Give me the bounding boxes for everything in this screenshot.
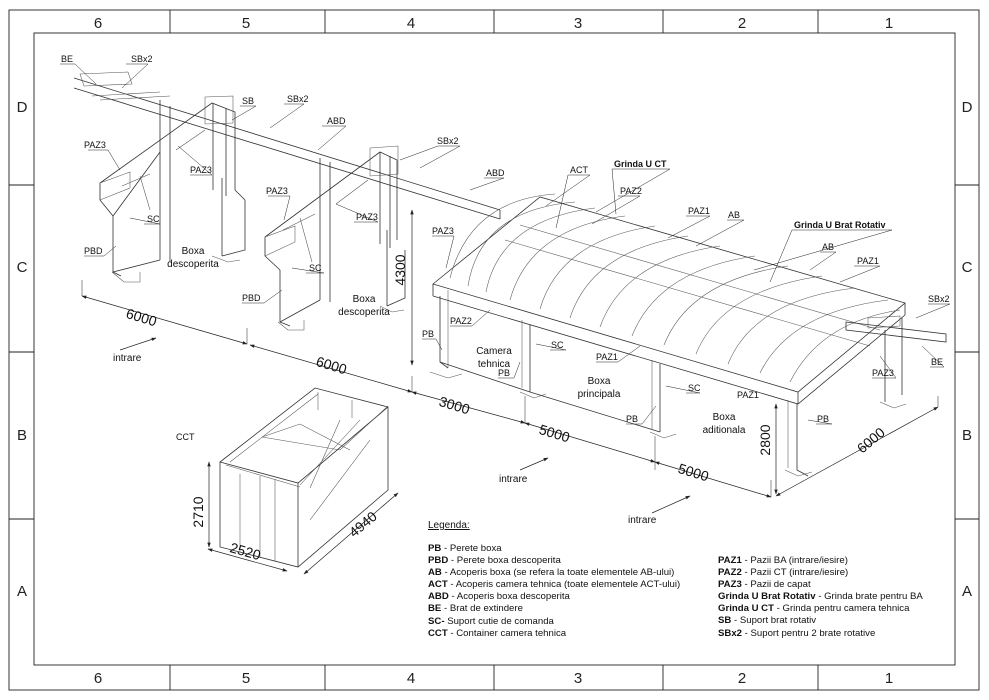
zone-col-4-top: 4 [407,15,415,32]
callout-pbd-2: PBD [242,293,261,303]
label-boxa-aditionala-b: aditionala [703,425,746,436]
zone-row-c-right: C [962,259,973,276]
zone-col-3-bottom: 3 [574,670,582,687]
dim-4300: 4300 [392,254,408,285]
callout-paz1-right: PAZ1 [857,256,879,266]
callout-pb-1: PB [422,329,434,339]
callout-labels: BE SBx2 SB SBx2 ABD SBx2 ABD ACT Grinda … [61,54,950,442]
callout-paz3-mid1: PAZ3 [266,186,288,196]
zone-row-b-left: B [17,427,27,444]
dim-6000-right: 6000 [854,424,888,456]
zone-labels: 6 5 4 3 2 1 6 5 4 3 2 1 D C B A D C B A [17,15,973,687]
cct-container-structure [219,387,389,568]
callout-pb-2: PB [498,368,510,378]
callout-paz1-top: PAZ1 [688,206,710,216]
callout-paz3-mid2: PAZ3 [356,212,378,222]
callout-paz3-main: PAZ3 [432,226,454,236]
label-boxa-principala-b: principala [578,389,621,400]
label-boxa-descoperita-2a: Boxa [353,294,376,305]
zone-col-5-bottom: 5 [242,670,250,687]
callout-paz3-left2: PAZ3 [190,165,212,175]
label-intrare-3: intrare [628,515,657,526]
callout-sb: SB [242,96,254,106]
callout-sc-1: SC [147,214,160,224]
callout-abd-1: ABD [327,116,346,126]
zone-col-2-top: 2 [738,15,746,32]
zone-row-a-right: A [962,583,972,600]
callout-be-top: BE [61,54,73,64]
callout-cct: CCT [176,432,195,442]
callout-paz2-low: PAZ2 [450,316,472,326]
callout-be-right: BE [931,357,943,367]
area-labels: Boxa descoperita Boxa descoperita Camera… [113,246,746,526]
callout-paz3-left1: PAZ3 [84,140,106,150]
zone-row-a-left: A [17,583,27,600]
dim-cct-2710: 2710 [190,496,206,527]
callout-grinda-u-ct: Grinda U CT [614,159,667,169]
zone-col-2-bottom: 2 [738,670,746,687]
zone-row-d-right: D [962,99,973,116]
sheet-frame [8,9,980,691]
callout-sbx2-mid: SBx2 [287,94,309,104]
dimension-texts: 6000 6000 3000 5000 5000 6000 4300 2800 … [124,254,888,563]
zone-row-d-left: D [17,99,28,116]
zone-row-c-left: C [17,259,28,276]
dim-3000: 3000 [437,393,472,417]
callout-grinda-u-brat: Grinda U Brat Rotativ [794,220,886,230]
zone-col-1-top: 1 [885,15,893,32]
callout-sbx2-top: SBx2 [131,54,153,64]
callout-leaders [60,63,951,425]
callout-ab-1: AB [728,210,740,220]
callout-pbd-1: PBD [84,246,103,256]
callout-paz2-top: PAZ2 [620,186,642,196]
label-boxa-principala-a: Boxa [588,376,611,387]
callout-sc-4: SC [688,383,701,393]
callout-abd-2: ABD [486,168,505,178]
dim-5000-b: 5000 [676,460,711,484]
callout-sc-3: SC [551,340,564,350]
zone-col-1-bottom: 1 [885,670,893,687]
dim-5000-a: 5000 [537,421,572,445]
callout-pb-4: PB [817,414,829,424]
callout-pb-3: PB [626,414,638,424]
dimension-lines [81,209,939,575]
zone-col-5-top: 5 [242,15,250,32]
callout-paz1-low2: PAZ1 [737,390,759,400]
callout-sbx2-c: SBx2 [437,136,459,146]
label-boxa-descoperita-1a: Boxa [182,246,205,257]
label-camera-tehnica-a: Camera [476,346,512,357]
callout-sbx2-right: SBx2 [928,294,950,304]
label-intrare-1: intrare [113,353,142,364]
zone-col-6-top: 6 [94,15,102,32]
callout-ab-2: AB [822,242,834,252]
callout-act: ACT [570,165,589,175]
label-boxa-aditionala-a: Boxa [713,412,736,423]
dim-6000-mid: 6000 [314,353,349,377]
main-bay-structure [429,193,947,477]
zone-col-3-top: 3 [574,15,582,32]
uncovered-bays-structure [73,71,501,331]
label-intrare-2: intrare [499,474,528,485]
zone-row-b-right: B [962,427,972,444]
callout-sc-2: SC [309,263,322,273]
label-boxa-descoperita-2b: descoperita [338,307,390,318]
dim-6000-left: 6000 [124,305,159,329]
callout-paz3-right: PAZ3 [872,368,894,378]
label-boxa-descoperita-1b: descoperita [167,259,219,270]
zone-col-6-bottom: 6 [94,670,102,687]
dim-2800: 2800 [757,424,773,455]
label-camera-tehnica-b: tehnica [478,359,511,370]
zone-col-4-bottom: 4 [407,670,415,687]
callout-paz1-low: PAZ1 [596,352,618,362]
